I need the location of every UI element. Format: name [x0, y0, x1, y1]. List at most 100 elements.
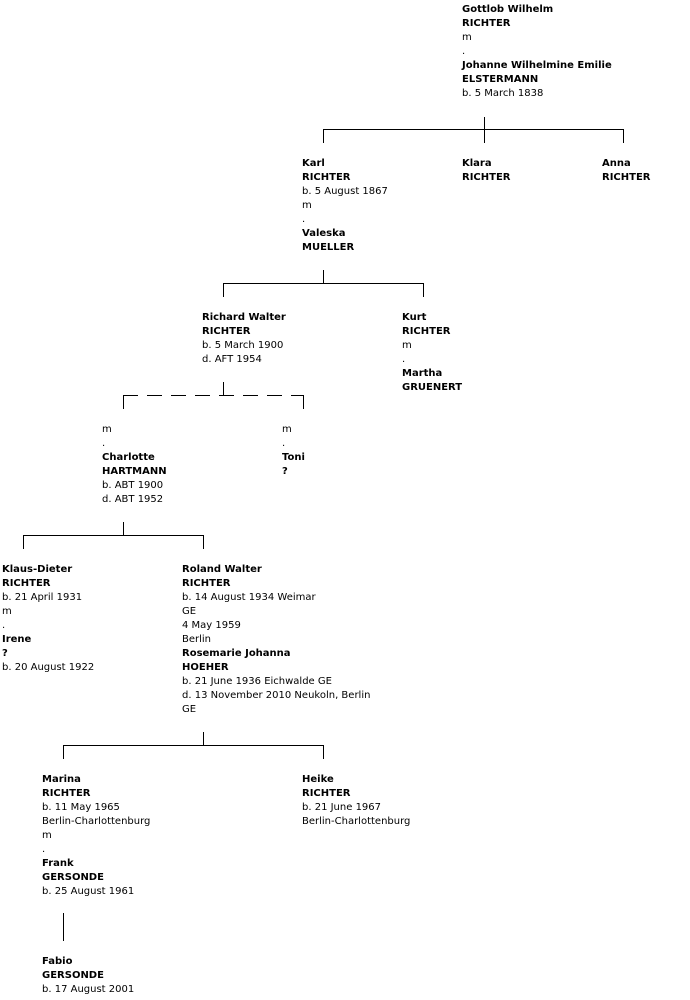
marriage-dot: . [102, 438, 106, 449]
given-name: Klara [462, 158, 492, 169]
given-name: Marina [42, 774, 81, 785]
person-anna-richter: Anna RICHTER [602, 157, 650, 185]
spouse-birth: b. 20 August 1922 [2, 662, 95, 673]
surname: RICHTER [42, 788, 91, 799]
spouse-given-name: Toni [282, 452, 305, 463]
spouse-given-name: Johanne Wilhelmine Emilie [462, 60, 612, 71]
given-name: Roland Walter [182, 564, 262, 575]
spouse-surname: HOEHER [182, 662, 229, 673]
marriage-place: Berlin [182, 634, 212, 645]
connector-richard-spouses-dashed [123, 395, 304, 396]
marriage-dot: . [402, 354, 406, 365]
person-roland-richter: Roland Walter RICHTER b. 14 August 1934 … [182, 563, 370, 717]
given-name: Klaus-Dieter [2, 564, 73, 575]
birth: b. 17 August 2001 [42, 984, 135, 995]
spouse-surname: GERSONDE [42, 872, 104, 883]
spouse-birth: b. 21 June 1936 Eichwalde GE [182, 676, 332, 687]
person-kurt-richter: Kurt RICHTER m . Martha GRUENERT [402, 311, 462, 395]
surname: RICHTER [462, 18, 511, 29]
birth: b. 21 April 1931 [2, 592, 83, 603]
surname: RICHTER [302, 172, 351, 183]
spouse-charlotte-hartmann: m . Charlotte HARTMANN b. ABT 1900 d. AB… [102, 423, 167, 507]
person-richard-richter: Richard Walter RICHTER b. 5 March 1900 d… [202, 311, 286, 367]
person-klaus-dieter-richter: Klaus-Dieter RICHTER b. 21 April 1931 m … [2, 563, 94, 675]
marriage-marker: m [282, 424, 292, 435]
marriage-marker: m [102, 424, 112, 435]
spouse-toni: m . Toni ? [282, 423, 305, 479]
spouse-surname: ? [2, 648, 8, 659]
spouse-given-name: Charlotte [102, 452, 155, 463]
death: d. AFT 1954 [202, 354, 262, 365]
given-name: Karl [302, 158, 325, 169]
connector-to-richard [223, 283, 224, 297]
connector-to-klara [484, 129, 485, 143]
given-name: Anna [602, 158, 631, 169]
given-name: Gottlob Wilhelm [462, 4, 554, 15]
spouse-surname: ELSTERMANN [462, 74, 539, 85]
marriage-date: 4 May 1959 [182, 620, 241, 631]
spouse-birth: b. ABT 1900 [102, 480, 164, 491]
surname: RICHTER [402, 326, 451, 337]
birth-place: Berlin-Charlottenburg [42, 816, 151, 827]
surname: RICHTER [302, 788, 351, 799]
marriage-marker: m [462, 32, 472, 43]
marriage-marker: m [2, 606, 12, 617]
connector-to-roland [203, 535, 204, 549]
connector-gottlob-bar [323, 129, 624, 130]
given-name: Fabio [42, 956, 73, 967]
birth: b. 5 March 1900 [202, 340, 284, 351]
connector-to-fabio [63, 913, 64, 941]
connector-to-klaus-dieter [23, 535, 24, 549]
birth-country: GE [182, 606, 197, 617]
surname: RICHTER [182, 578, 231, 589]
connector-to-karl [323, 129, 324, 143]
birth: b. 21 June 1967 [302, 802, 382, 813]
connector-to-marina [63, 745, 64, 759]
person-karl-richter: Karl RICHTER b. 5 August 1867 m . Valesk… [302, 157, 388, 255]
connector-to-heike [323, 745, 324, 759]
given-name: Kurt [402, 312, 427, 323]
connector-to-anna [623, 129, 624, 143]
spouse-surname: GRUENERT [402, 382, 463, 393]
birth: b. 11 May 1965 [42, 802, 120, 813]
marriage-marker: m [42, 830, 52, 841]
marriage-dot: . [462, 46, 466, 57]
spouse-death: d. 13 November 2010 Neukoln, Berlin [182, 690, 371, 701]
connector-charlotte-bar [23, 535, 204, 536]
person-marina-richter: Marina RICHTER b. 11 May 1965 Berlin-Cha… [42, 773, 150, 899]
connector-karl-down [323, 270, 324, 283]
surname: RICHTER [462, 172, 511, 183]
connector-roland-bar [63, 745, 324, 746]
spouse-surname: ? [282, 466, 288, 477]
birth-place: Berlin-Charlottenburg [302, 816, 411, 827]
marriage-dot: . [42, 844, 46, 855]
connector-richard-down [223, 382, 224, 395]
surname: RICHTER [202, 326, 251, 337]
marriage-dot: . [302, 214, 306, 225]
spouse-birth: b. 25 August 1961 [42, 886, 135, 897]
spouse-given-name: Frank [42, 858, 74, 869]
connector-gottlob-down [484, 117, 485, 129]
spouse-given-name: Martha [402, 368, 443, 379]
surname: RICHTER [602, 172, 651, 183]
birth: b. 5 August 1867 [302, 186, 388, 197]
spouse-death-country: GE [182, 704, 197, 715]
surname: RICHTER [2, 578, 51, 589]
spouse-given-name: Rosemarie Johanna [182, 648, 291, 659]
spouse-birth: b. 5 March 1838 [462, 88, 544, 99]
spouse-surname: HARTMANN [102, 466, 167, 477]
given-name: Heike [302, 774, 334, 785]
birth: b. 14 August 1934 Weimar [182, 592, 316, 603]
spouse-death: d. ABT 1952 [102, 494, 164, 505]
marriage-dot: . [282, 438, 286, 449]
person-klara-richter: Klara RICHTER [462, 157, 510, 185]
given-name: Richard Walter [202, 312, 286, 323]
connector-to-kurt [423, 283, 424, 297]
marriage-marker: m [302, 200, 312, 211]
connector-to-toni [303, 395, 304, 409]
connector-roland-down [203, 732, 204, 745]
connector-to-charlotte [123, 395, 124, 409]
surname: GERSONDE [42, 970, 104, 981]
connector-charlotte-down [123, 522, 124, 535]
marriage-dot: . [2, 620, 6, 631]
